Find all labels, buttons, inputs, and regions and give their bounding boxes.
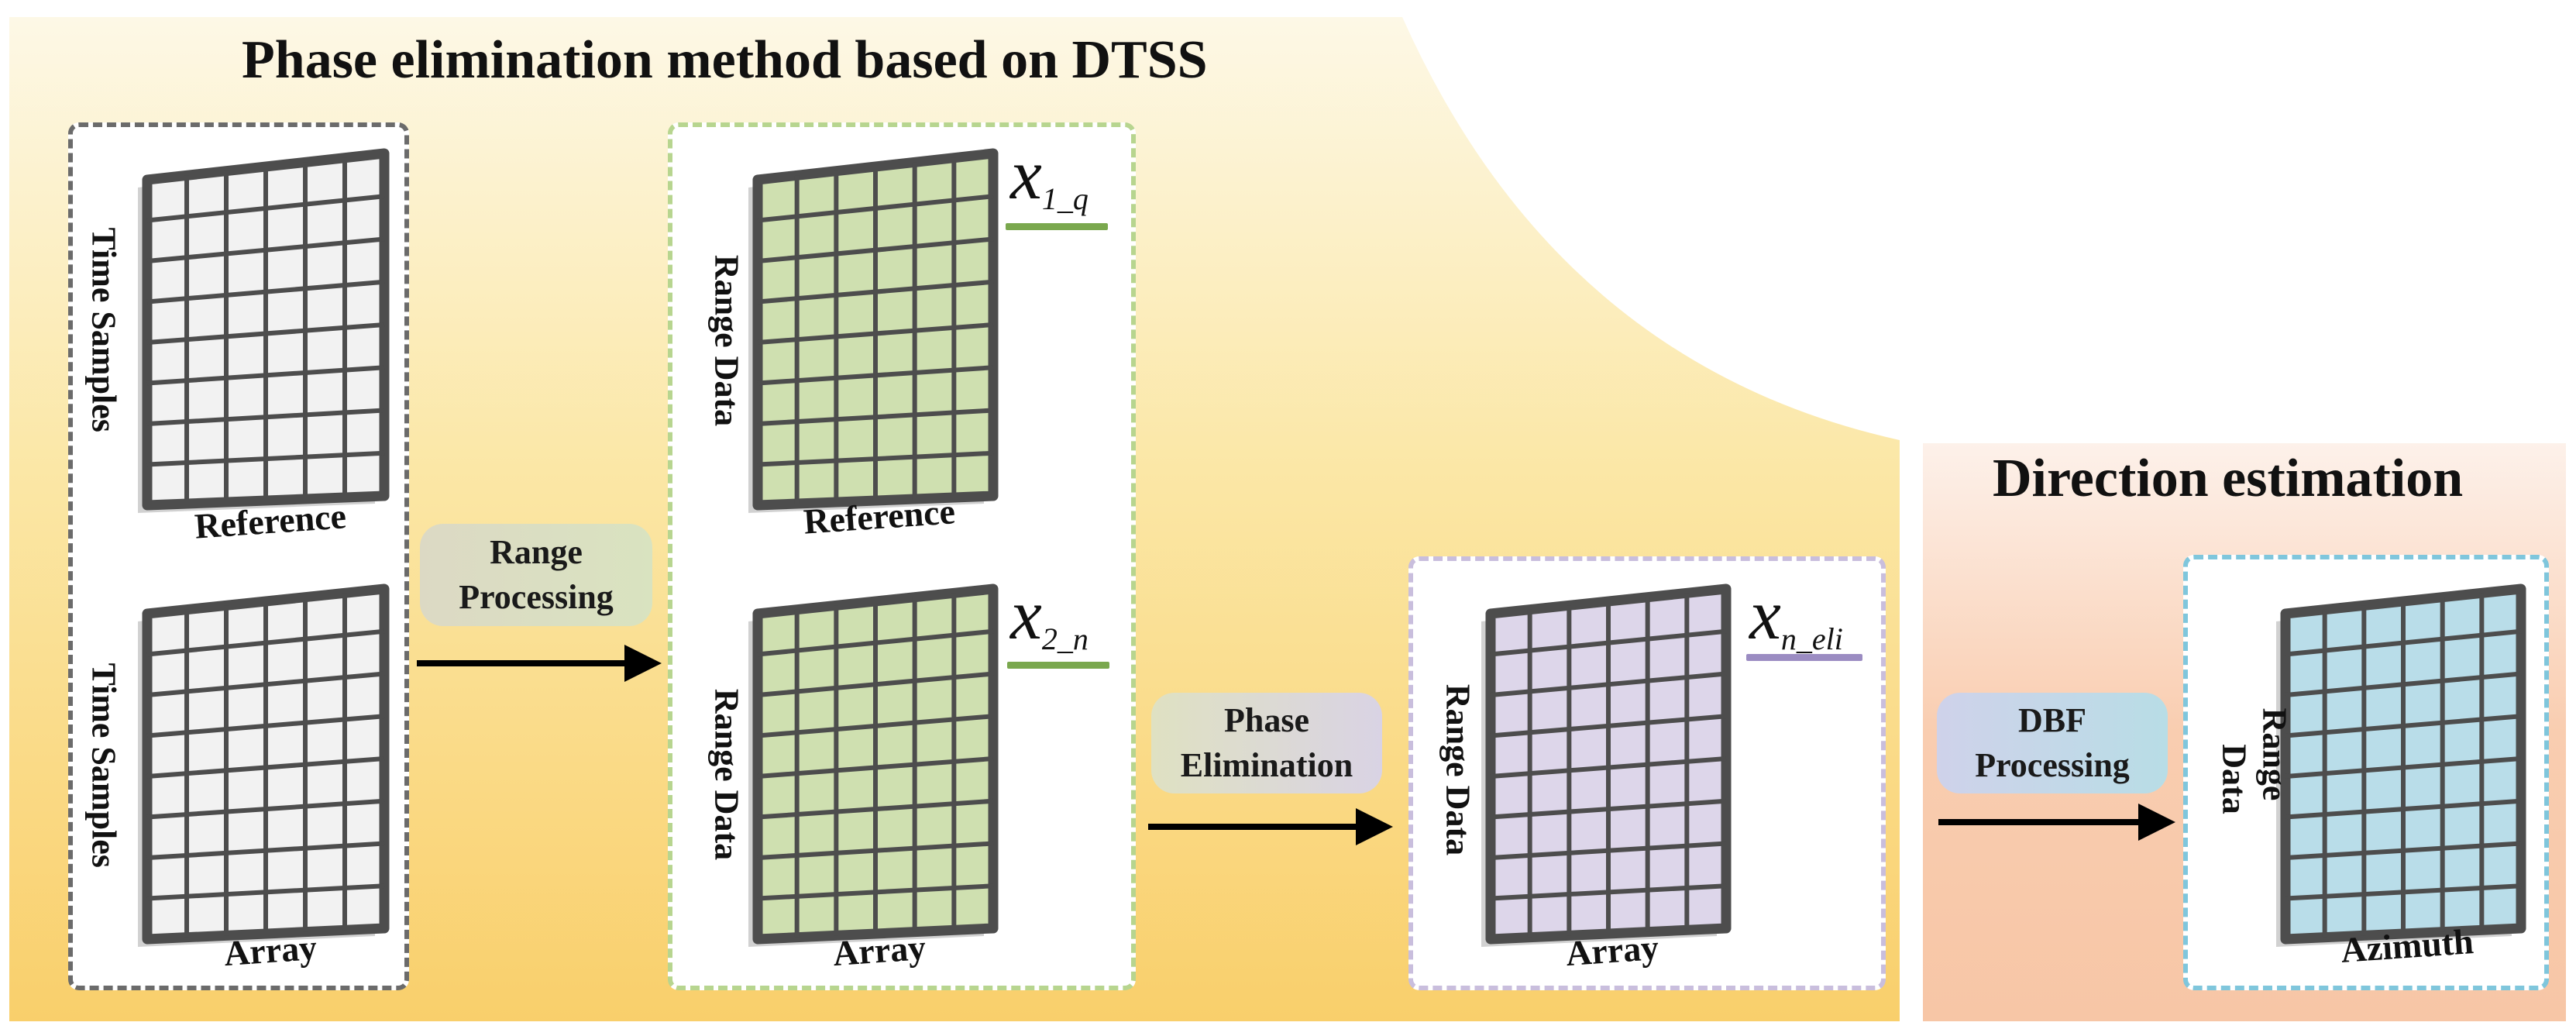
grid-row-line (146, 756, 385, 779)
variable-xneli-subscript: n_eli (1780, 621, 1843, 656)
grid-row-line (757, 194, 994, 223)
variable-x1q-base: x (1010, 135, 1042, 214)
phase-elimination-step: Phase Elimination (1151, 693, 1382, 793)
grid-row-line (146, 628, 385, 657)
grid-row-line (146, 450, 385, 467)
grid-row-line (2285, 628, 2522, 657)
variable-x2n-underline (1007, 662, 1109, 669)
grid-row-line (146, 671, 385, 697)
variable-x2n-subscript: 2_n (1041, 621, 1089, 656)
variable-xneli-underline (1746, 654, 1862, 661)
grid-row-line (757, 883, 994, 901)
grid-row-line (1490, 671, 1727, 697)
range-processing-line2: Processing (459, 578, 614, 616)
grid-row-line (146, 194, 385, 223)
grid-row-line (1490, 798, 1727, 820)
grid-row-line (1490, 714, 1727, 738)
grid-row-line (2285, 671, 2522, 697)
grid-row-line (2285, 714, 2522, 738)
grid-row-line (146, 365, 385, 386)
grid-row-line (757, 628, 994, 657)
dbf-processing-line1: DBF (2018, 701, 2086, 739)
grid-row-line (146, 714, 385, 738)
grid-row-line (2285, 883, 2522, 901)
variable-x1q-underline (1006, 223, 1108, 230)
grid-row-line (757, 365, 994, 386)
grid-row-line (757, 236, 994, 263)
dbf-processing-step: DBF Processing (1937, 693, 2168, 793)
grid-row-line (757, 798, 994, 820)
grid-row-line (2285, 756, 2522, 779)
range-processing-step: Range Processing (420, 524, 652, 626)
variable-xneli: xn_eli (1749, 573, 1843, 657)
grid-row-line (2285, 841, 2522, 860)
grid-row-line (1490, 628, 1727, 657)
variable-x1q-subscript: 1_q (1041, 181, 1089, 216)
grid-row-line (146, 883, 385, 901)
grid-row-line (1490, 756, 1727, 779)
grid-row-line (757, 714, 994, 738)
phase-elimination-line2: Elimination (1180, 746, 1353, 784)
variable-xneli-base: x (1749, 575, 1781, 654)
grid-row-line (2285, 798, 2522, 820)
phase-elimination-line1: Phase (1224, 701, 1309, 739)
variable-x2n: x2_n (1010, 573, 1089, 657)
grid-row-line (757, 450, 994, 467)
variable-x1q: x1_q (1010, 133, 1089, 217)
grid-row-line (146, 236, 385, 263)
grid-row-line (146, 408, 385, 426)
grid-row-line (757, 322, 994, 345)
grid-row-line (146, 798, 385, 820)
grid-row-line (757, 408, 994, 426)
grid-row-line (146, 279, 385, 305)
grid-row-line (146, 322, 385, 345)
grid-row-line (757, 756, 994, 779)
grid-row-line (1490, 883, 1727, 901)
grid-row-line (757, 671, 994, 697)
dbf-processing-line2: Processing (1975, 746, 2130, 784)
grid-row-line (1490, 841, 1727, 860)
grid-row-line (757, 279, 994, 305)
variable-x2n-base: x (1010, 575, 1042, 654)
grid-row-line (146, 841, 385, 860)
phase-elimination-title: Phase elimination method based on DTSS (242, 30, 1208, 90)
range-processing-line1: Range (490, 533, 583, 571)
direction-estimation-title: Direction estimation (1993, 449, 2464, 508)
grid-row-line (757, 841, 994, 860)
